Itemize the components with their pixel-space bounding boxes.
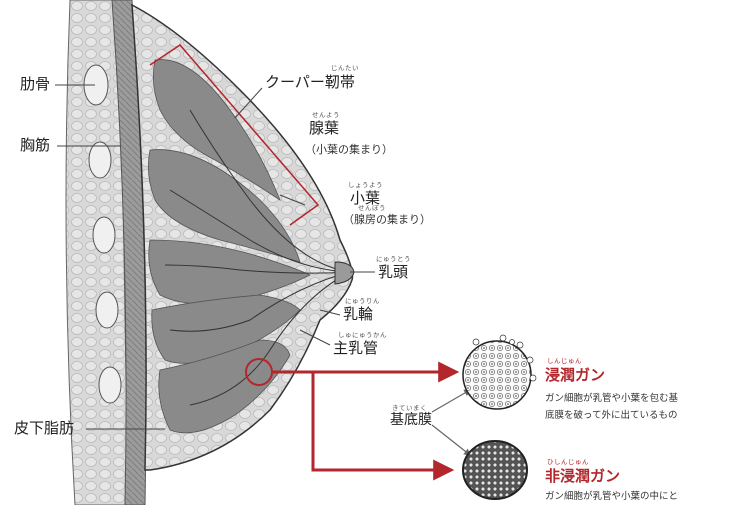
noninvasive-title: 非浸潤ガン — [545, 469, 620, 484]
invasive-cell-cluster — [463, 335, 536, 409]
invasive-furigana: しんじゅん — [547, 358, 582, 365]
invasive-desc-line1: ガン細胞が乳管や小葉を包む基 — [545, 392, 678, 406]
main-duct-label: 主乳管 — [333, 341, 378, 356]
nipple-label: 乳頭 — [378, 265, 408, 280]
main-duct-furigana: しゅにゅうかん — [338, 332, 387, 339]
invasive-desc-line2: 底膜を破って外に出ているもの — [545, 409, 678, 423]
cooper-furigana: じんたい — [331, 65, 359, 72]
nipple-furigana: にゅうとう — [376, 256, 411, 263]
lobule-note-furigana: せんぼう — [358, 205, 386, 212]
glandular-lobe-label: 腺葉 — [309, 121, 339, 136]
noninvasive-desc-line1: ガン細胞が乳管や小葉の中にと — [545, 490, 678, 504]
areola-furigana: にゅうりん — [345, 298, 380, 305]
cooper-label: クーパー靭帯 — [265, 75, 355, 90]
basement-membrane-furigana: きていまく — [392, 405, 427, 412]
noninvasive-furigana: ひしんじゅん — [547, 459, 589, 466]
lobule-furigana: しょうよう — [348, 182, 383, 189]
rib-label: 肋骨 — [20, 77, 50, 92]
basement-membrane-label: 基底膜 — [390, 413, 432, 427]
areola-label: 乳輪 — [343, 307, 373, 322]
glandular-lobe-note: （小葉の集まり） — [305, 144, 393, 155]
noninvasive-cell-cluster — [463, 441, 527, 499]
basement-arrows — [432, 390, 470, 455]
lobule-note: （腺房の集まり） — [343, 214, 431, 225]
glandular-lobe-furigana: せんよう — [312, 112, 340, 119]
pectoral-label: 胸筋 — [20, 138, 50, 153]
invasive-title: 浸潤ガン — [545, 368, 605, 383]
subcutaneous-fat-label: 皮下脂肪 — [14, 421, 74, 436]
